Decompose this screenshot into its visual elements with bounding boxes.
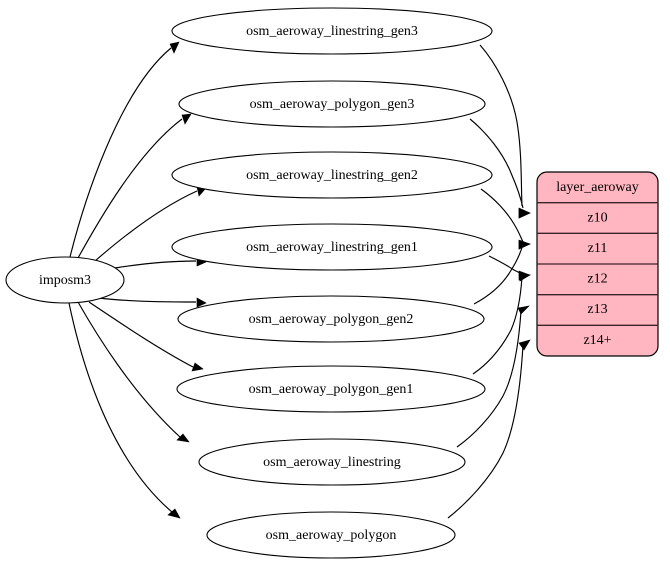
- node-osm-aeroway-polygon-gen2-shape[interactable]: [177, 295, 485, 343]
- node-osm-aeroway-polygon-gen3-label: osm_aeroway_polygon_gen3: [250, 97, 415, 112]
- edge-linestring-to-z13: [456, 305, 530, 448]
- node-osm-aeroway-linestring-gen2-label: osm_aeroway_linestring_gen2: [246, 168, 418, 183]
- node-osm-aeroway-polygon-gen3-shape[interactable]: [178, 80, 486, 128]
- layer-aeroway-row-z12-label[interactable]: z12: [587, 272, 607, 287]
- node-osm-aeroway-linestring-gen1-label: osm_aeroway_linestring_gen1: [246, 240, 418, 255]
- node-osm-aeroway-polygon-shape[interactable]: [206, 511, 456, 559]
- edge-polygon-gen3-to-z10: [469, 118, 531, 219]
- node-osm-aeroway-linestring-gen3-shape[interactable]: [171, 7, 493, 55]
- node-osm-aeroway-polygon-gen1-shape[interactable]: [176, 365, 486, 413]
- node-osm-aeroway-linestring-shape[interactable]: [198, 438, 466, 486]
- edge-polygon-gen2-to-z11: [473, 240, 531, 305]
- node-osm-aeroway-linestring-gen1[interactable]: osm_aeroway_linestring_gen1: [171, 223, 493, 271]
- node-osm-aeroway-polygon-gen3[interactable]: osm_aeroway_polygon_gen3: [178, 80, 486, 128]
- node-osm-aeroway-linestring-gen3[interactable]: osm_aeroway_linestring_gen3: [171, 7, 493, 55]
- layer-aeroway-row-z11-label[interactable]: z11: [588, 241, 608, 256]
- edge-imposm3-to-linestring-gen3: [69, 41, 180, 258]
- edge-imposm3-to-linestring: [77, 301, 190, 443]
- node-osm-aeroway-linestring-gen2[interactable]: osm_aeroway_linestring_gen2: [171, 151, 493, 199]
- edge-polygon-to-z14: [447, 339, 531, 519]
- layer-aeroway-header-label: layer_aeroway: [556, 180, 638, 195]
- node-osm-aeroway-polygon-gen2[interactable]: osm_aeroway_polygon_gen2: [177, 295, 485, 343]
- node-osm-aeroway-linestring-gen1-shape[interactable]: [171, 223, 493, 271]
- node-osm-aeroway-polygon-gen2-label: osm_aeroway_polygon_gen2: [249, 312, 414, 327]
- node-layer-aeroway[interactable]: layer_aeroway z10 z11 z12 z13 z14+: [536, 171, 659, 357]
- node-imposm3-label: imposm3: [39, 273, 91, 288]
- edge-group-tables-to-layer: [447, 44, 531, 519]
- layer-aeroway-row-z13-label[interactable]: z13: [587, 302, 607, 317]
- node-osm-aeroway-linestring-label: osm_aeroway_linestring: [263, 455, 401, 470]
- edge-linestring-gen3-to-z10: [479, 44, 531, 219]
- edge-polygon-gen1-to-z12: [472, 273, 531, 375]
- edge-imposm3-to-polygon-gen1: [88, 301, 204, 372]
- node-osm-aeroway-linestring[interactable]: osm_aeroway_linestring: [198, 438, 466, 486]
- edge-imposm3-to-polygon-gen3: [77, 113, 192, 259]
- node-imposm3[interactable]: imposm3: [5, 256, 125, 304]
- node-osm-aeroway-polygon-gen1-label: osm_aeroway_polygon_gen1: [249, 382, 414, 397]
- node-osm-aeroway-polygon-gen1[interactable]: osm_aeroway_polygon_gen1: [176, 365, 486, 413]
- edge-imposm3-to-polygon-gen2: [98, 297, 207, 308]
- edge-linestring-gen2-to-z11: [480, 188, 531, 250]
- layer-aeroway-row-z10-label[interactable]: z10: [587, 211, 607, 226]
- layer-aeroway-row-z14-label[interactable]: z14+: [583, 333, 611, 348]
- node-osm-aeroway-linestring-gen2-shape[interactable]: [171, 151, 493, 199]
- edge-imposm3-to-polygon: [68, 302, 181, 519]
- node-osm-aeroway-polygon-label: osm_aeroway_polygon: [266, 528, 397, 543]
- node-imposm3-shape[interactable]: [5, 256, 125, 304]
- node-osm-aeroway-linestring-gen3-label: osm_aeroway_linestring_gen3: [246, 24, 418, 39]
- node-osm-aeroway-polygon[interactable]: osm_aeroway_polygon: [206, 511, 456, 559]
